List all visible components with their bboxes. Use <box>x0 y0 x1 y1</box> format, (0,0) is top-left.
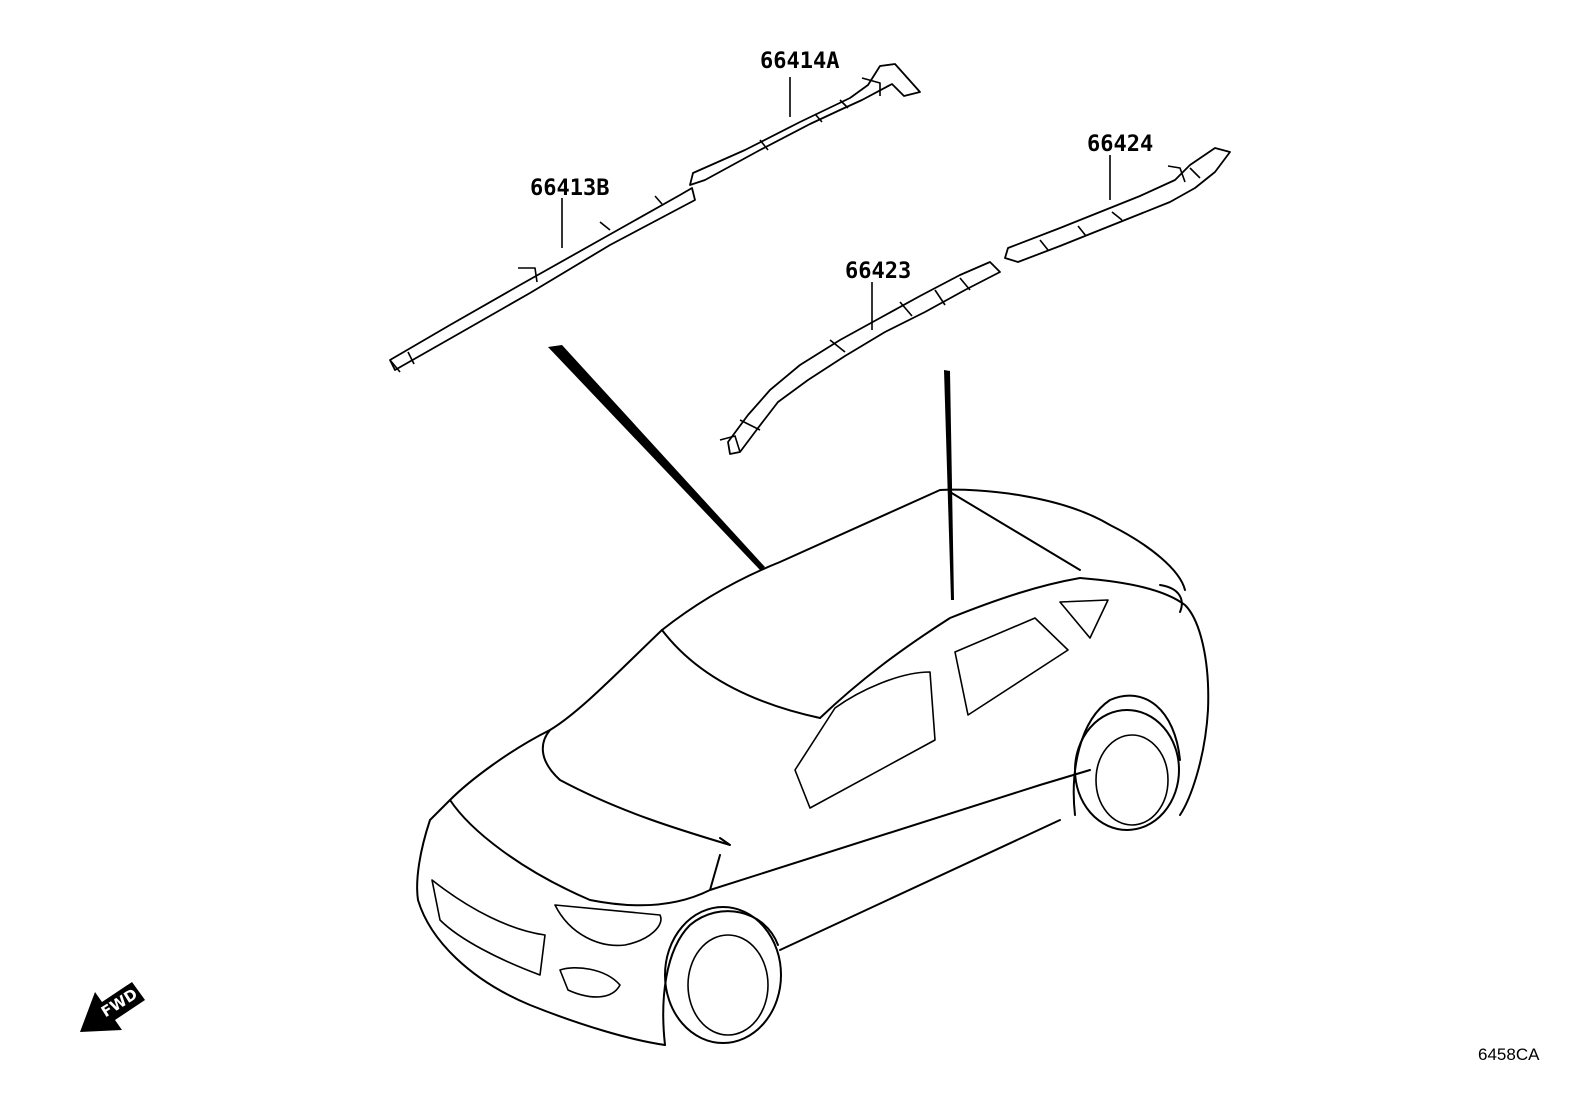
part-label-66424[interactable]: 66424 <box>1087 132 1153 157</box>
part-label-66414a[interactable]: 66414A <box>760 49 839 74</box>
diagram-code: 6458CA <box>1478 1045 1540 1064</box>
callout-leaders <box>561 77 1111 330</box>
left-curtain-airbag[interactable] <box>389 63 921 373</box>
fwd-arrow-icon <box>80 982 145 1032</box>
part-label-66423[interactable]: 66423 <box>845 259 911 284</box>
part-label-66413b[interactable]: 66413B <box>530 176 609 201</box>
right-curtain-airbag[interactable] <box>719 147 1231 455</box>
vehicle-outline <box>416 488 1210 1046</box>
fwd-marker: FWD <box>80 982 145 1032</box>
pointer-wedge-right <box>944 370 954 600</box>
pointer-wedge-left <box>548 345 765 570</box>
